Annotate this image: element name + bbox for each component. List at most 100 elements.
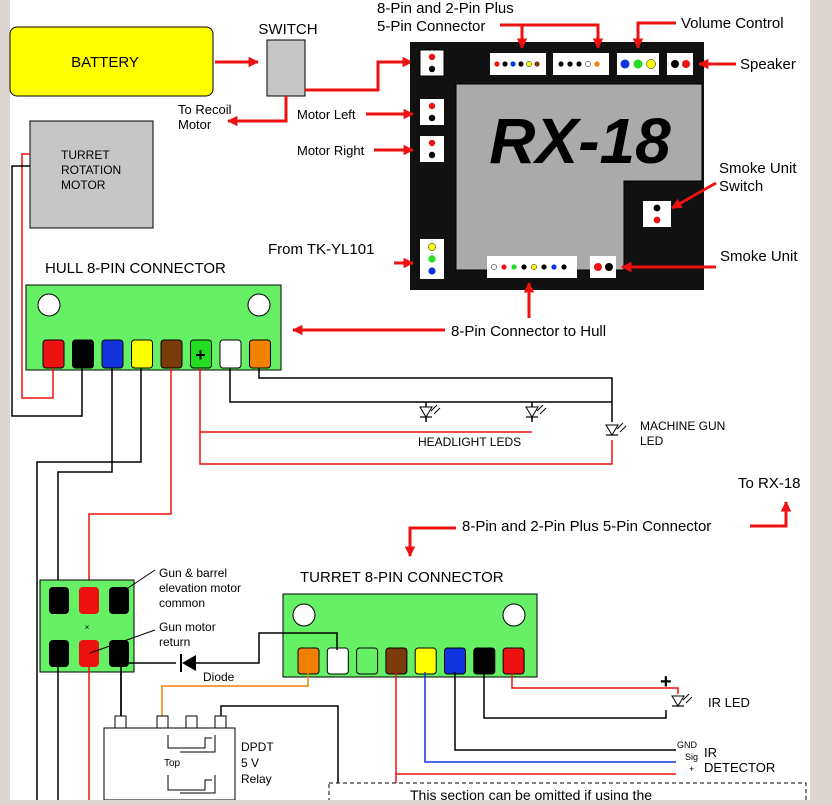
turret-pin-8 bbox=[502, 647, 525, 675]
hull-pin-5 bbox=[160, 339, 183, 369]
dpdt-relay: Top bbox=[103, 715, 236, 801]
smoke-unit-label: Smoke Unit bbox=[720, 248, 798, 265]
headlight-leds-label: HEADLIGHT LEDS bbox=[418, 435, 521, 449]
turret-pin-4 bbox=[385, 647, 408, 675]
top-connector-label-2: 5-Pin Connector bbox=[377, 18, 485, 35]
header-pin bbox=[594, 61, 600, 67]
ir-led-label: IR LED bbox=[708, 695, 750, 710]
header-pin bbox=[491, 264, 497, 270]
hull-connector-pins: + bbox=[42, 339, 271, 369]
rx18-board: RX-18 bbox=[410, 42, 704, 290]
gun-return-leader bbox=[89, 629, 156, 654]
ir-led-plus: + bbox=[660, 671, 672, 693]
turret-connector-board bbox=[282, 593, 538, 678]
to-recoil-label-1: To Recoil bbox=[178, 102, 232, 117]
hull-mount-hole-right bbox=[247, 293, 271, 317]
turret-mount-hole-right bbox=[502, 603, 526, 627]
hull-pin-plus-mark: + bbox=[195, 345, 206, 365]
turret-mount-hole-left bbox=[292, 603, 316, 627]
turret-pin-7 bbox=[473, 647, 496, 675]
smoke-switch-label-1: Smoke Unit bbox=[719, 160, 797, 177]
header-pin bbox=[501, 264, 507, 270]
led-icon bbox=[525, 406, 539, 418]
header-pin bbox=[531, 264, 537, 270]
detector-label: DETECTOR bbox=[704, 760, 775, 775]
turret-plug-arrow bbox=[404, 526, 456, 558]
gun-pin-1 bbox=[49, 587, 69, 614]
header-pin bbox=[576, 61, 582, 67]
led-ray bbox=[430, 404, 438, 412]
led-ray bbox=[619, 425, 627, 433]
switch-label: SWITCH bbox=[258, 21, 317, 38]
turret-wiring bbox=[57, 632, 679, 800]
speaker-label: Speaker bbox=[740, 56, 796, 73]
turret-motor-label-1: TURRET bbox=[61, 148, 110, 162]
header-pin bbox=[585, 61, 591, 67]
turret-pin-1 bbox=[297, 647, 320, 675]
gnd-label: GND bbox=[677, 740, 698, 750]
led-ray bbox=[685, 696, 693, 704]
gun-pin-6 bbox=[109, 640, 129, 667]
rx18-title: RX-18 bbox=[489, 105, 671, 177]
header-pin bbox=[558, 61, 564, 67]
header-pin bbox=[526, 61, 532, 67]
gun-common-label-2: elevation motor bbox=[159, 581, 241, 595]
to-rx18-label: To RX-18 bbox=[738, 475, 801, 492]
to-recoil-label-2: Motor bbox=[178, 117, 212, 132]
led-icon bbox=[671, 695, 685, 707]
motor-left-label: Motor Left bbox=[297, 107, 356, 122]
turret-motor-label-3: MOTOR bbox=[61, 178, 106, 192]
header-pin bbox=[502, 61, 508, 67]
gun-pin-5 bbox=[79, 640, 99, 667]
smoke-switch-label-2: Switch bbox=[719, 178, 763, 195]
relay-label-1: DPDT bbox=[241, 740, 274, 754]
gun-return-label-1: Gun motor bbox=[159, 620, 216, 634]
hull-pin-3 bbox=[101, 339, 124, 369]
turret-pin-2 bbox=[326, 647, 349, 675]
volume-label: Volume Control bbox=[681, 15, 784, 32]
led-ray bbox=[616, 422, 624, 430]
rx18-8pin-header bbox=[494, 61, 540, 67]
sig-label: Sig bbox=[685, 752, 698, 762]
header-pin bbox=[521, 264, 527, 270]
volume-arrow bbox=[632, 21, 676, 50]
to-rx18-arrow bbox=[750, 500, 792, 528]
header-pin bbox=[534, 61, 540, 67]
relay-label-2: 5 V bbox=[241, 756, 259, 770]
hull-pin-6 bbox=[190, 339, 212, 369]
diode-label: Diode bbox=[203, 670, 235, 684]
header-pin bbox=[518, 61, 524, 67]
gun-connector-mark: × bbox=[85, 623, 90, 632]
led-icon bbox=[419, 406, 433, 418]
note-text: This section can be omitted if using the bbox=[410, 787, 652, 800]
rx18-5pin-header bbox=[558, 61, 600, 67]
mg-led-label-1: MACHINE GUN bbox=[640, 419, 725, 433]
gun-common-label-1: Gun & barrel bbox=[159, 566, 227, 580]
gun-return-label-2: return bbox=[159, 635, 190, 649]
hull-connector-title: HULL 8-PIN CONNECTOR bbox=[45, 260, 226, 277]
header-pin bbox=[561, 264, 567, 270]
header-pin bbox=[510, 61, 516, 67]
header-pin bbox=[551, 264, 557, 270]
hull-pin-1 bbox=[42, 339, 65, 369]
gun-common-leader bbox=[115, 569, 156, 597]
smoke-switch-arrow bbox=[671, 181, 717, 210]
turret-connector-pins bbox=[297, 647, 525, 675]
header-pin bbox=[567, 61, 573, 67]
top-connector-label-1: 8-Pin and 2-Pin Plus bbox=[377, 0, 514, 17]
gun-common-label-3: common bbox=[159, 596, 205, 610]
hull-pin-2 bbox=[72, 339, 94, 369]
gun-pin-2 bbox=[79, 587, 99, 614]
turret-connector-title: TURRET 8-PIN CONNECTOR bbox=[300, 569, 504, 586]
hull-mount-hole-left bbox=[37, 293, 61, 317]
header-pin bbox=[541, 264, 547, 270]
plus-small-label: + bbox=[689, 764, 694, 774]
diode bbox=[180, 654, 196, 672]
turret-plug-label: 8-Pin and 2-Pin Plus 5-Pin Connector bbox=[462, 518, 711, 535]
relay-top-label: Top bbox=[164, 758, 181, 769]
header-pin bbox=[494, 61, 500, 67]
gun-pin-3 bbox=[109, 587, 129, 614]
led-ray bbox=[433, 407, 441, 415]
led-ray bbox=[539, 407, 547, 415]
